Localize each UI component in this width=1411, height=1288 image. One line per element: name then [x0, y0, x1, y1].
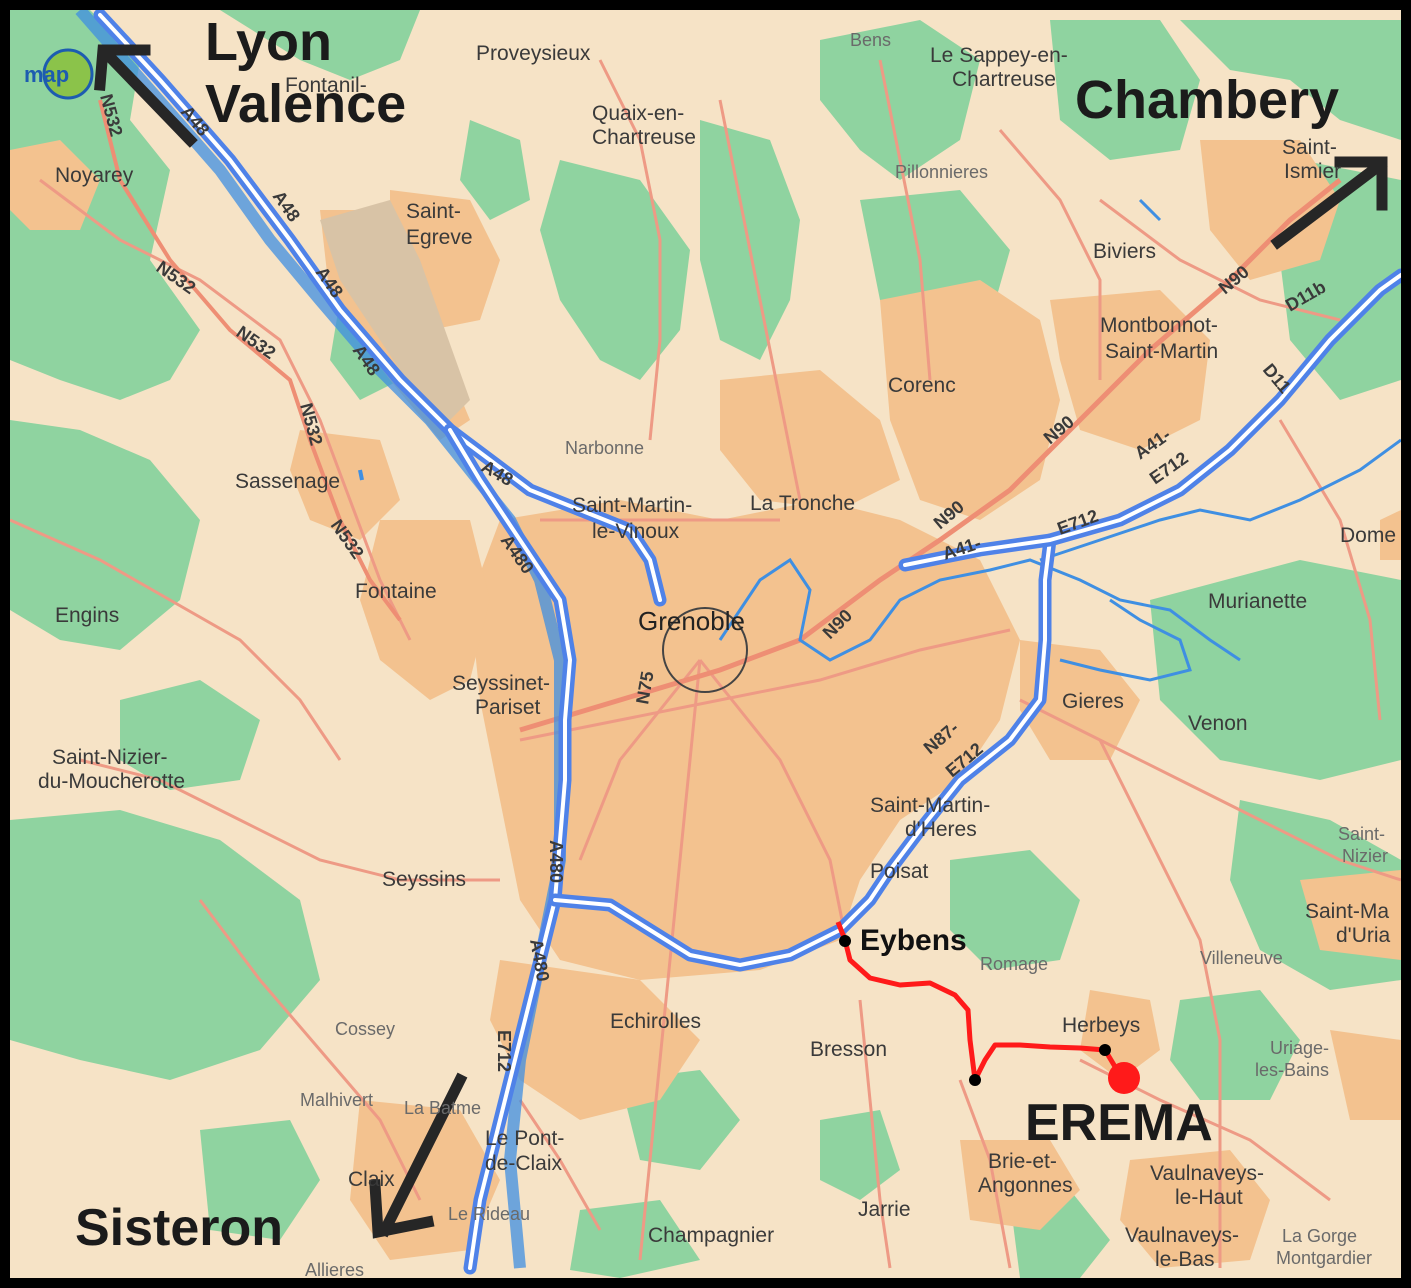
place-label: Saint-Martin: [1105, 340, 1218, 363]
place-label: de-Claix: [485, 1152, 563, 1175]
minor-roads: [10, 59, 1401, 1269]
arrow-sisteron: [369, 1072, 468, 1239]
place-label: Angonnes: [978, 1174, 1073, 1197]
place-label: Brie-et-: [988, 1150, 1057, 1173]
direction-arrows: [94, 44, 1388, 1239]
erema-marker[interactable]: [1108, 1062, 1140, 1094]
direction-valence: Valence: [205, 74, 406, 134]
motorways: [93, 10, 1401, 1275]
place-label: La Gorge: [1282, 1226, 1357, 1246]
eybens-point: [839, 935, 851, 947]
place-label: d'Heres: [905, 818, 977, 841]
place-label: Saint-Ma: [1305, 900, 1389, 923]
place-label: le-Vinoux: [592, 520, 680, 543]
place-label: Allieres: [305, 1260, 364, 1278]
place-label: La Tronche: [750, 492, 855, 515]
place-label: Chartreuse: [952, 68, 1056, 91]
place-label: le-Bas: [1155, 1248, 1215, 1271]
place-labels: Proveysieux Bens Le Sappey-en- Chartreus…: [38, 30, 1396, 1278]
place-label: Biviers: [1093, 240, 1156, 263]
start-eybens[interactable]: Eybens: [860, 924, 967, 957]
place-label: Jarrie: [858, 1198, 911, 1221]
place-label: Sassenage: [235, 470, 340, 493]
place-label: Quaix-en-: [592, 102, 684, 125]
place-label: Pillonnieres: [895, 162, 988, 182]
place-label: Le Sappey-en-: [930, 44, 1068, 67]
place-label: Uriage-: [1270, 1038, 1329, 1058]
place-label: Vaulnaveys-: [1150, 1162, 1264, 1185]
place-label: Fontaine: [355, 580, 437, 603]
place-label: Poisat: [870, 860, 929, 883]
place-label: Malhivert: [300, 1090, 373, 1110]
place-label: Murianette: [1208, 590, 1307, 613]
place-label: Romage: [980, 954, 1048, 974]
route-to-erema: [835, 921, 1123, 1083]
place-label: Montgardier: [1276, 1248, 1372, 1268]
rocade-inner: [553, 538, 1052, 967]
place-label: Ismier: [1284, 160, 1341, 183]
place-label: Noyarey: [55, 164, 134, 187]
place-label: du-Moucherotte: [38, 770, 185, 793]
place-label: Fontanil-: [285, 74, 367, 97]
place-label: Villeneuve: [1200, 948, 1283, 968]
place-label: Proveysieux: [476, 42, 591, 65]
place-label: Champagnier: [648, 1224, 774, 1247]
mappy-logo: map: [24, 48, 94, 100]
grenoble-center-circle: [662, 607, 748, 693]
road-label: A480: [546, 840, 566, 883]
place-label: Vaulnaveys-: [1125, 1224, 1239, 1247]
place-label: Montbonnot-: [1100, 314, 1218, 337]
direction-sisteron: Sisteron: [75, 1199, 283, 1257]
place-label: Seyssins: [382, 868, 466, 891]
place-label: Engins: [55, 604, 119, 627]
industrial-area: [320, 200, 470, 430]
place-label: Corenc: [888, 374, 956, 397]
route-junction-1: [969, 1074, 981, 1086]
place-label: Bens: [850, 30, 891, 50]
n90-road: [519, 178, 1342, 733]
place-label: Saint-Martin-: [870, 794, 990, 817]
place-label: Narbonne: [565, 438, 644, 458]
place-label: Le Pont-: [485, 1127, 564, 1150]
place-label: Gieres: [1062, 690, 1124, 713]
road-label: E712: [494, 1030, 514, 1072]
place-label: Bresson: [810, 1038, 887, 1061]
destination-erema[interactable]: EREMA: [1025, 1094, 1213, 1152]
route-junction-2: [1099, 1044, 1111, 1056]
place-label: Nizier: [1342, 846, 1388, 866]
place-label: Egreve: [406, 226, 473, 249]
logo-text: map: [24, 62, 69, 87]
place-label: Chartreuse: [592, 126, 696, 149]
place-label: les-Bains: [1255, 1060, 1329, 1080]
place-label: Herbeys: [1062, 1014, 1140, 1037]
arrow-chambery: [1270, 156, 1388, 250]
place-label: le-Haut: [1175, 1186, 1243, 1209]
a480-inner: [448, 428, 572, 1270]
direction-chambery: Chambery: [1075, 70, 1339, 130]
arrow-lyon: [94, 44, 198, 148]
direction-lyon: Lyon: [205, 12, 332, 72]
a41-inner: [903, 273, 1401, 567]
forest-areas: [10, 10, 1401, 1278]
place-label: Le Rideau: [448, 1204, 530, 1224]
place-label: Saint-Martin-: [572, 494, 692, 517]
place-label: Saint-: [1338, 824, 1385, 844]
place-label: Dome: [1340, 524, 1396, 547]
place-label: Claix: [348, 1168, 395, 1191]
place-label: Cossey: [335, 1019, 395, 1039]
place-label: Saint-Nizier-: [52, 746, 168, 769]
place-label: La Batme: [404, 1098, 481, 1118]
city-grenoble[interactable]: Grenoble: [638, 606, 745, 636]
place-label: Saint-: [406, 200, 461, 223]
place-label: Pariset: [475, 696, 541, 719]
place-label: Venon: [1188, 712, 1248, 735]
n532-road: [98, 99, 402, 622]
place-label: Echirolles: [610, 1010, 701, 1033]
place-label: Seyssinet-: [452, 672, 550, 695]
map-canvas[interactable]: map Lyon Valence Chambery Sisteron EREMA…: [10, 10, 1401, 1278]
place-label: d'Uria: [1336, 924, 1391, 947]
place-label: Saint-: [1282, 136, 1337, 159]
